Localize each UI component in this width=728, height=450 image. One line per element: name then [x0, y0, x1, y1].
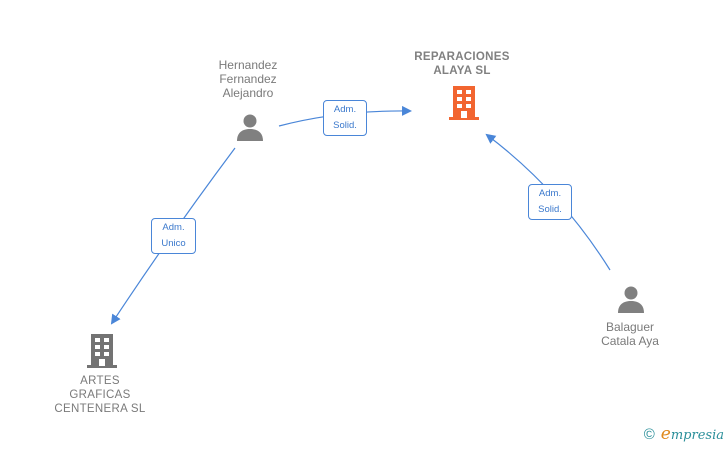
person-icon[interactable]	[616, 284, 646, 314]
person-label-hernandez[interactable]: Hernandez Fernandez Alejandro	[218, 58, 278, 100]
edge-label-line1: Adm.	[333, 104, 357, 115]
logo-text: mpresia	[670, 428, 724, 443]
edge-label-line2: Unico	[161, 238, 186, 249]
edge-label-adm-solid: Adm. Solid.	[528, 184, 572, 220]
building-icon[interactable]	[448, 86, 480, 120]
edge-label-line2: Solid.	[333, 120, 357, 131]
logo-initial: e	[660, 424, 671, 444]
edge-label-line1: Adm.	[538, 188, 562, 199]
edge-label-adm-unico: Adm. Unico	[151, 218, 196, 254]
company-label-artes[interactable]: ARTES GRAFICAS CENTENERA SL	[54, 375, 146, 415]
edge-label-adm-solid: Adm. Solid.	[323, 100, 367, 136]
edge-label-line2: Solid.	[538, 204, 562, 215]
empresia-logo[interactable]: empresia	[661, 424, 724, 444]
copyright-icon: ©	[643, 425, 655, 443]
company-label-reparaciones[interactable]: REPARACIONES ALAYA SL	[414, 51, 510, 77]
person-label-balaguer[interactable]: Balaguer Catala Aya	[601, 320, 659, 348]
edge-label-line1: Adm.	[162, 222, 185, 233]
empresia-footer: © empresia	[644, 424, 724, 444]
building-icon[interactable]	[86, 334, 118, 368]
person-icon[interactable]	[235, 112, 265, 142]
